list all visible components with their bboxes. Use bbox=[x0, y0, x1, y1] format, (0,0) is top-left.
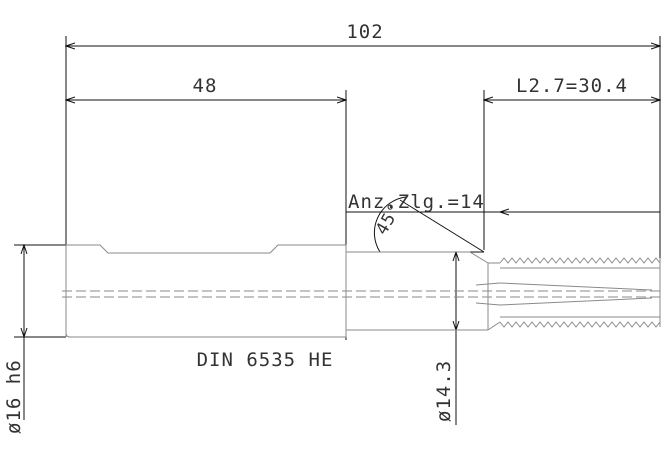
thread-length-label: L2.7=30.4 bbox=[516, 75, 628, 97]
length-48-label: 48 bbox=[193, 75, 218, 97]
overall-length-label: 102 bbox=[346, 21, 383, 43]
standard-label: DIN 6535 HE bbox=[197, 349, 334, 371]
dimension-lines bbox=[24, 46, 660, 425]
shank-diameter-label: ø16 h6 bbox=[3, 359, 25, 434]
thread-profile bbox=[499, 257, 661, 328]
neck-diameter-label: ø14.3 bbox=[433, 360, 455, 422]
angle-note-label: Anz.Zlg.=14 bbox=[348, 191, 485, 213]
tool-outline bbox=[65, 244, 653, 338]
